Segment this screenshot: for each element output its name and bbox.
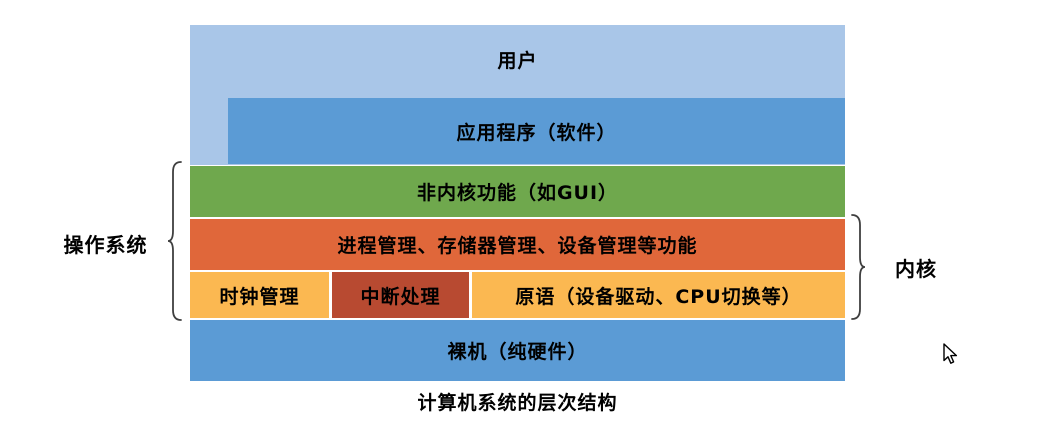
os-brace-icon <box>167 161 182 321</box>
diagram-caption: 计算机系统的层次结构 <box>417 392 618 414</box>
layer-management-functions: 进程管理、存储器管理、设备管理等功能 <box>190 219 845 270</box>
layer-primitives: 原语（设备驱动、CPU切换等） <box>472 272 845 318</box>
kernel-side-label: 内核 <box>895 257 937 281</box>
layer-interrupt-handling: 中断处理 <box>332 272 469 318</box>
layer-non-kernel-functions: 非内核功能（如GUI） <box>190 166 845 217</box>
kernel-brace-icon <box>851 214 866 320</box>
mouse-cursor-icon <box>943 343 958 364</box>
layer-bare-machine: 裸机（纯硬件） <box>190 320 845 381</box>
layer-clock-management: 时钟管理 <box>190 272 329 318</box>
layer-application: 应用程序（软件） <box>228 98 845 164</box>
os-side-label: 操作系统 <box>63 233 148 257</box>
